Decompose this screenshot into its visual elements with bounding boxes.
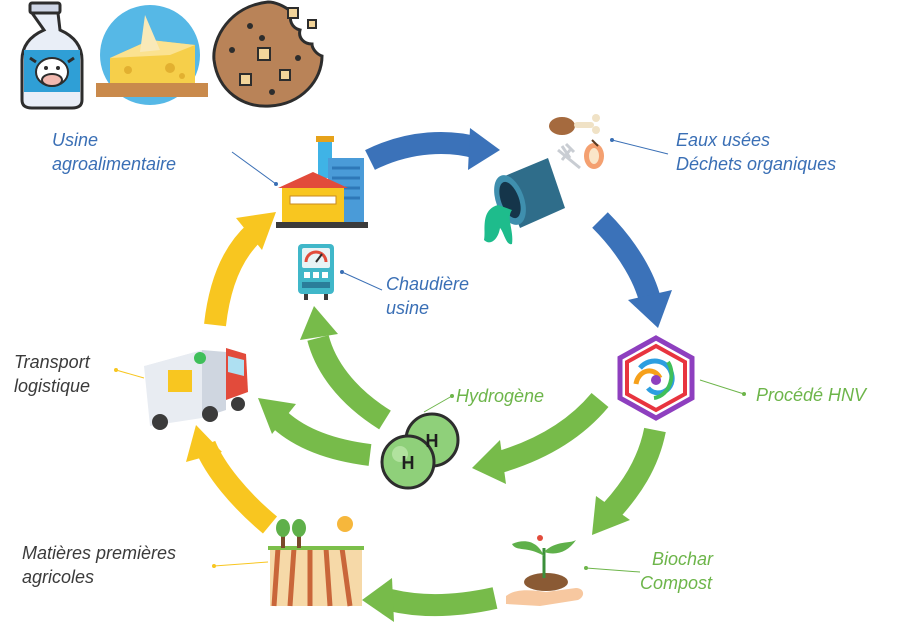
arrow-head [236,212,276,250]
label-hydrogene: Hydrogène [456,386,545,406]
milk-bottle-icon [20,1,84,110]
label-transport-line2: logistique [14,376,91,396]
h-atom-label: H [426,431,439,451]
arrow-hydrogen-to-boiler [307,334,391,430]
sewer-pipe-icon [484,158,565,245]
label-matieres: Matières premières agricoles [22,541,176,589]
label-matieres-line1: Matières premières [22,543,177,563]
label-chaudiere-line1: Chaudière [386,274,470,294]
arrow-head [468,128,500,170]
boiler-icon [298,244,334,300]
arrow-wastewater-to-process [592,212,661,303]
arrow-field-to-truck [194,440,278,534]
label-eaux-line1: Eaux usées [676,130,771,150]
arrow-head [592,496,630,535]
arrow-head [472,440,506,484]
arrow-head [258,398,296,434]
arrow-biochar-to-field [387,587,498,616]
cheese-icon [96,5,208,105]
arrow-process-to-hydrogen [496,392,609,473]
arrow-head [300,306,338,340]
label-eaux-usees: Eaux usées Déchets organiques [676,128,836,176]
label-biochar-line2: Compost [640,573,713,593]
label-usine: Usine agroalimentaire [52,128,176,176]
farm-field-icon [268,516,364,607]
arrow-process-to-biochar [603,427,666,518]
leader-lines [114,138,746,573]
label-procede-hnv: Procédé HNV [756,385,867,405]
arrow-head [186,425,222,462]
truck-icon [144,344,248,430]
arrow-head [362,578,394,622]
arrow-factory-to-wastewater [365,132,482,170]
label-chaudiere: Chaudière usine [386,272,469,320]
label-biochar-line1: Biochar [652,549,714,569]
label-usine-line2: agroalimentaire [52,154,177,174]
arrow-hydrogen-to-truck [272,411,372,466]
sprout-hand-icon [506,535,584,606]
arrow-truck-to-factory [204,223,263,327]
label-matieres-line2: agricoles [22,567,95,587]
h-atom-label: H [402,453,415,473]
label-transport-line1: Transport [14,352,90,372]
label-transport: Transport logistique [14,350,90,398]
label-usine-line1: Usine [52,130,99,150]
arrow-head [628,290,672,328]
hnv-process-logo [617,335,695,421]
factory-icon [276,136,368,228]
label-chaudiere-line2: usine [386,298,430,318]
organic-waste-icon [549,114,604,170]
label-eaux-line2: Déchets organiques [676,154,837,174]
cookie-icon [212,0,324,108]
label-biochar: Biochar Compost [640,547,713,595]
hydrogen-molecule-icon: H H [380,412,460,490]
